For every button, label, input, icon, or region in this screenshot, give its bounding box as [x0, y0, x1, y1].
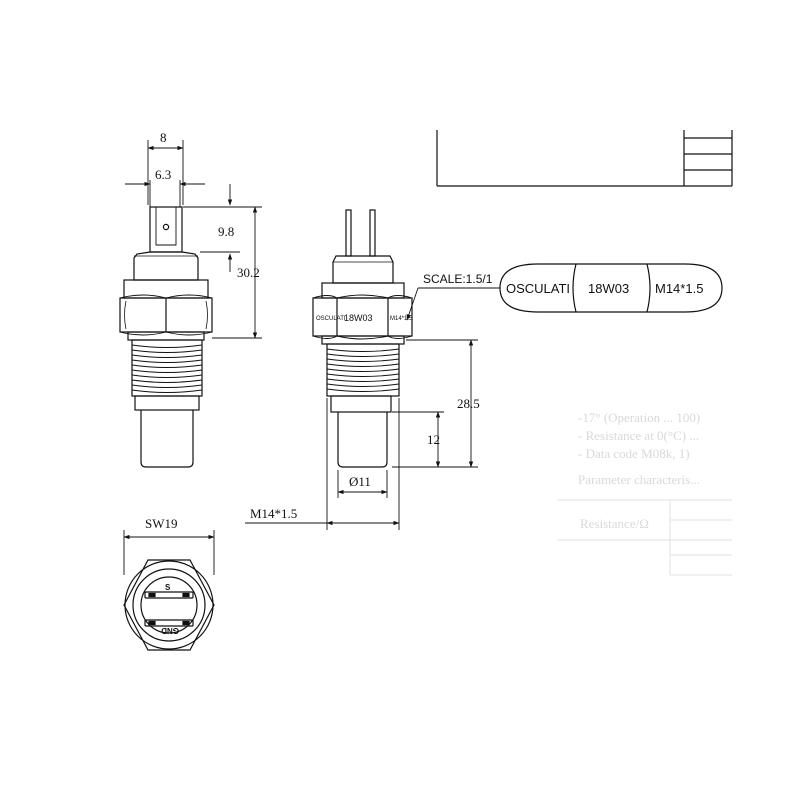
terminal-label-gnd: GND [161, 626, 179, 635]
dimension-width-6-3: 6.3 [155, 167, 171, 182]
callout-part-number: 18W03 [588, 281, 629, 296]
hex-marking-part-number: 18W03 [344, 313, 373, 323]
hex-marking-brand: OSCULATI [316, 316, 346, 322]
dimension-thread-m14: M14*1.5 [250, 506, 297, 521]
dimension-width-8: 8 [160, 130, 167, 145]
dimension-diameter-11: Ø11 [349, 474, 371, 489]
callout-thread: M14*1.5 [655, 281, 703, 296]
svg-text:Parameter characteris...: Parameter characteris... [578, 472, 700, 487]
svg-text:- Resistance at 0(°C) ...: - Resistance at 0(°C) ... [578, 428, 699, 443]
callout-brand: OSCULATI [506, 281, 570, 296]
scale-label: SCALE:1.5/1 [423, 272, 493, 286]
svg-text:-17° (Operation ... 100): -17° (Operation ... 100) [578, 410, 700, 425]
dimension-height-9-8: 9.8 [218, 224, 234, 239]
hex-marking-callout [499, 263, 723, 313]
terminal-letter-s: S [165, 583, 171, 592]
front-view-sensor [312, 209, 413, 468]
front-view-dimensions [245, 287, 500, 530]
svg-text:- Data code M08k, 1): - Data code M08k, 1) [578, 446, 690, 461]
dimension-length-28-5: 28.5 [457, 396, 480, 411]
side-view-dimensions [125, 140, 262, 339]
dimension-length-12: 12 [427, 432, 440, 447]
hex-marking-thread: M14*1.5 [390, 316, 413, 322]
ghost-notes: -17° (Operation ... 100) - Resistance at… [557, 410, 732, 576]
svg-text:Resistance/Ω: Resistance/Ω [580, 516, 649, 531]
side-view-sensor [119, 206, 213, 468]
title-block [436, 130, 733, 187]
hex-end-view [123, 559, 215, 651]
hex-dimensions [123, 530, 215, 575]
dimension-hex-sw19: SW19 [145, 516, 178, 531]
dimension-height-30-2: 30.2 [237, 265, 260, 280]
